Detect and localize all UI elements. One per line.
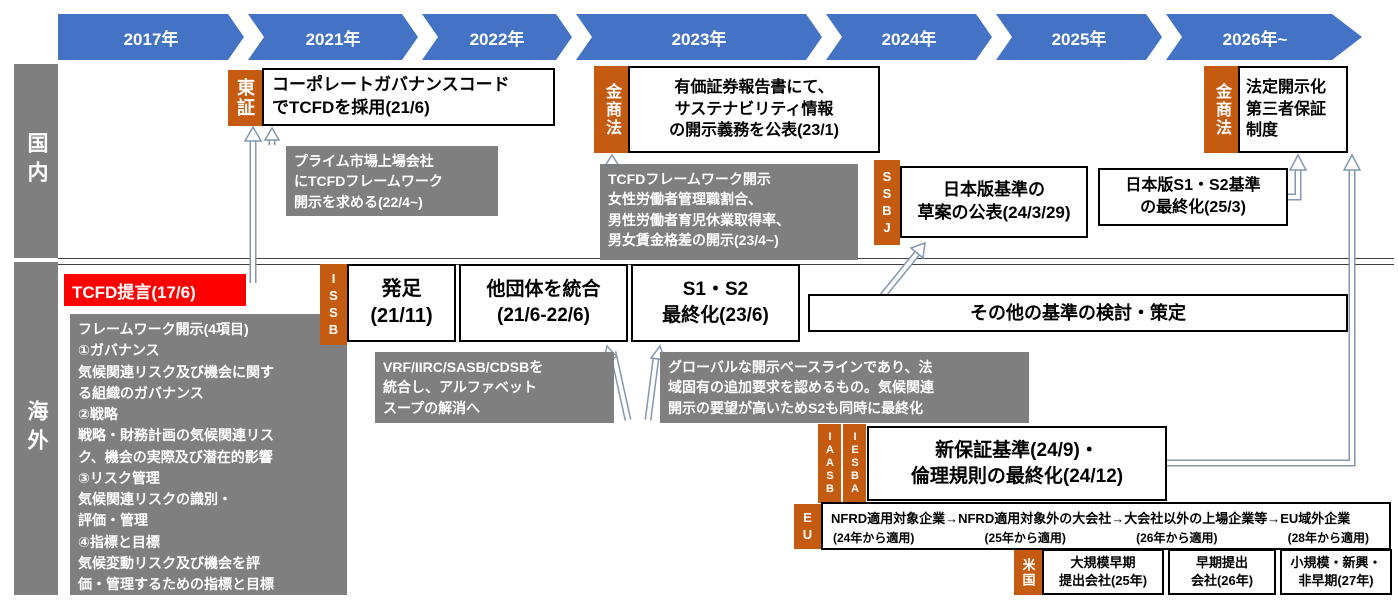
eu-apply-year: (28年から適用) [1287, 531, 1369, 545]
eu-apply-year: (25年から適用) [984, 531, 1066, 545]
timeline-segment-2017: 2017年 [58, 14, 244, 60]
timeline-year-label: 2017年 [123, 29, 179, 49]
us-phase-box-1: 大規模早期 提出会社(25年) [1042, 549, 1164, 595]
assurance-standards-box: 新保証基準(24/9)・ 倫理規則の最終化(24/12) [867, 426, 1167, 501]
issb-founded-box: 発足 (21/11) [347, 264, 456, 342]
issb-merge-note: VRF/IIRC/SASB/CDSBを 統合し、アルファベット スープの解消へ [375, 352, 614, 423]
tcfd-recommendation-box: TCFD提言(17/6) [64, 274, 246, 306]
ssbj-tag: SSBJ [874, 160, 900, 245]
timeline-year-label: 2022年 [469, 29, 525, 49]
issb-merged-box: 他団体を統合 (21/6-22/6) [459, 264, 628, 342]
ssbj-final-box: 日本版S1・S2基準 の最終化(25/3) [1098, 168, 1288, 226]
iesba-tag: IESBA [843, 424, 866, 503]
us-tag: 米国 [1014, 550, 1042, 595]
arrow-jp-final-to-fsa-future [1286, 153, 1308, 201]
arrow-prime-note-to-tse-box [263, 126, 281, 145]
iaasb-tag: IAASB [818, 424, 841, 503]
issb-other-standards-box: その他の基準の検討・策定 [808, 294, 1348, 332]
timeline-segment-2023: 2023年 [576, 14, 822, 60]
timeline-segment-2021: 2021年 [248, 14, 418, 60]
eu-tag: EU [794, 504, 821, 549]
tse-tag: 東証 [228, 70, 262, 126]
issb-s1s2-note: グローバルな開示ベースラインであり、法 域固有の追加要求を認めるもの。気候関連 … [660, 352, 1029, 423]
row-label-domestic: 国内 [14, 64, 58, 258]
ssbj-draft-box: 日本版基準の 草案の公表(24/3/29) [900, 166, 1088, 238]
issb-tag: ISSB [320, 264, 347, 345]
timeline-year-label: 2021年 [305, 29, 361, 49]
tse-adoption-box: コーポレートガバナンスコード でTCFDを採用(21/6) [262, 68, 555, 126]
us-phase-box-2: 早期提出 会社(26年) [1168, 549, 1276, 595]
fsa-disclosure-box: 有価証券報告書にて、 サステナビリティ情報 の開示義務を公表(23/1) [628, 66, 880, 153]
issb-s1s2-box: S1・S2 最終化(23/6) [631, 264, 800, 342]
fsa-2023-tag: 金商法 [594, 66, 628, 153]
timeline-segment-2024: 2024年 [826, 14, 992, 60]
timeline-segment-2026: 2026年~ [1166, 14, 1362, 60]
eu-apply-year: (24年から適用) [833, 531, 915, 545]
timeline-segment-2025: 2025年 [996, 14, 1162, 60]
timeline-year-label: 2026年~ [1222, 29, 1288, 49]
timeline-segment-2022: 2022年 [422, 14, 572, 60]
us-phase-box-3: 小規模・新興・ 非早期(27年) [1280, 549, 1392, 595]
fsa-disclosure-note: TCFDフレームワーク開示 女性労働者管理職割合、 男性労働者育児休業取得率、 … [600, 164, 858, 260]
timeline-year-label: 2024年 [881, 29, 937, 49]
prime-market-note: プライム市場上場会社 にTCFDフレームワーク 開示を求める(22/4~) [286, 146, 498, 216]
row-label-overseas: 海外 [14, 262, 58, 595]
timeline-year-label: 2023年 [671, 29, 727, 49]
eu-apply-years: (24年から適用) (25年から適用) (26年から適用) (28年から適用) [831, 527, 1381, 546]
timeline-year-label: 2025年 [1051, 29, 1107, 49]
fsa-future-box: 法定開示化 第三者保証 制度 [1238, 66, 1348, 153]
year-ribbon: 2017年 2021年 2022年 2023年 2024年 2025年 2026… [58, 14, 1362, 60]
eu-phase-box: NFRD適用対象企業→NFRD適用対象外の大会社→大会社以外の上場企業等→EU域… [821, 502, 1391, 550]
arrow-tcfd-to-tse [243, 125, 263, 283]
eu-apply-year: (26年から適用) [1136, 531, 1218, 545]
fsa-future-tag: 金商法 [1204, 66, 1238, 153]
eu-scope-line: NFRD適用対象企業→NFRD適用対象外の大会社→大会社以外の上場企業等→EU域… [831, 511, 1351, 526]
tcfd-framework-note: フレームワーク開示(4項目) ①ガバナンス 気候関連リスク及び機会に関す る組織… [70, 314, 347, 595]
